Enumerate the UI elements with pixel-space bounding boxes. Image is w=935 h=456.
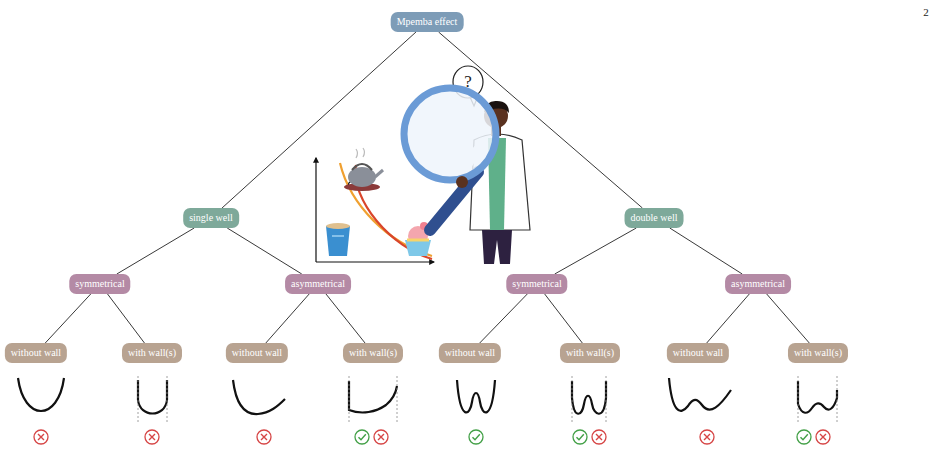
node-label: single well — [189, 212, 233, 224]
wall-node: without wall — [667, 343, 729, 363]
tree-branch — [767, 294, 810, 343]
tree-branch — [227, 228, 302, 274]
ice-cream-band — [407, 239, 429, 242]
node-label: without wall — [673, 347, 723, 359]
potential-curve — [233, 380, 285, 414]
tree-branch — [266, 294, 309, 343]
tree-branch — [707, 294, 750, 343]
potential-curve — [669, 378, 731, 411]
node-label: without wall — [11, 347, 61, 359]
trousers — [482, 230, 512, 264]
potential-curve — [572, 381, 606, 414]
well-type-node: double well — [625, 208, 684, 228]
cup-rim — [326, 223, 350, 229]
root-node: Mpemba effect — [391, 12, 464, 32]
node-label: without wall — [232, 347, 282, 359]
cooling-curve — [340, 163, 432, 256]
cross-symbol — [34, 430, 48, 444]
symmetry-node: asymmetrical — [725, 274, 791, 294]
cross-symbol — [816, 430, 830, 444]
wall-guide — [572, 376, 606, 422]
verdict-symbols — [34, 430, 830, 444]
node-label: with wall(s) — [794, 347, 842, 359]
wall-node: without wall — [5, 343, 67, 363]
hand — [456, 176, 468, 188]
cross-symbol — [592, 430, 606, 444]
potential-curve — [457, 380, 495, 412]
node-label: without wall — [445, 347, 495, 359]
check-symbol — [797, 430, 811, 444]
cup-ice — [332, 235, 344, 237]
ice-cream-bowl — [405, 240, 431, 256]
cooling-graph — [316, 158, 434, 262]
cup-body — [326, 226, 350, 256]
potential-curve — [798, 381, 837, 413]
x-axis — [316, 261, 434, 262]
tree-branch — [117, 228, 194, 274]
check-symbol — [573, 430, 587, 444]
y-axis — [315, 158, 316, 262]
steam — [356, 148, 365, 158]
wall-node: without wall — [439, 343, 501, 363]
cross-symbol — [257, 430, 271, 444]
potential-curve — [138, 380, 167, 414]
symmetry-node: symmetrical — [69, 274, 130, 294]
tree-branch — [108, 294, 145, 343]
glass-lens — [404, 88, 496, 180]
magnifying-glass — [404, 88, 496, 230]
node-label: symmetrical — [75, 278, 124, 290]
tree-branch — [326, 294, 365, 343]
wall-guide — [138, 376, 167, 422]
check-symbol — [469, 430, 483, 444]
node-label: symmetrical — [512, 278, 561, 290]
wall-guides — [138, 376, 837, 422]
wall-node: with wall(s) — [343, 343, 403, 363]
kettle-icon — [344, 148, 383, 191]
potential-curve — [18, 378, 64, 411]
potential-sketches — [18, 378, 837, 414]
node-label: asymmetrical — [731, 278, 785, 290]
tree-branch — [222, 32, 416, 208]
tree-branch — [480, 294, 528, 343]
question-mark: ? — [464, 72, 472, 92]
cup-icon — [326, 223, 350, 256]
wall-node: with wall(s) — [788, 343, 848, 363]
node-label: asymmetrical — [291, 278, 345, 290]
tree-branch — [45, 294, 90, 343]
kettle-spout — [375, 170, 383, 177]
well-type-node: single well — [183, 208, 239, 228]
wall-guide — [798, 376, 837, 422]
cross-symbol — [374, 430, 388, 444]
wall-node: with wall(s) — [122, 343, 182, 363]
node-label: with wall(s) — [349, 347, 397, 359]
wall-node: without wall — [226, 343, 288, 363]
page-number: 2 — [923, 6, 929, 18]
cross-symbol — [700, 430, 714, 444]
tree-branch — [555, 228, 637, 274]
node-label: with wall(s) — [566, 347, 614, 359]
node-label: Mpemba effect — [397, 16, 458, 28]
tree-branch — [670, 228, 742, 274]
potential-curve — [349, 381, 397, 412]
node-label: double well — [631, 212, 678, 224]
cross-symbol — [145, 430, 159, 444]
wall-node: with wall(s) — [560, 343, 620, 363]
symmetry-node: asymmetrical — [285, 274, 351, 294]
wall-guide — [349, 376, 397, 422]
tree-branch — [545, 294, 583, 343]
kettle-handle — [352, 164, 372, 170]
check-symbol — [355, 430, 369, 444]
symmetry-node: symmetrical — [506, 274, 567, 294]
node-label: with wall(s) — [128, 347, 176, 359]
